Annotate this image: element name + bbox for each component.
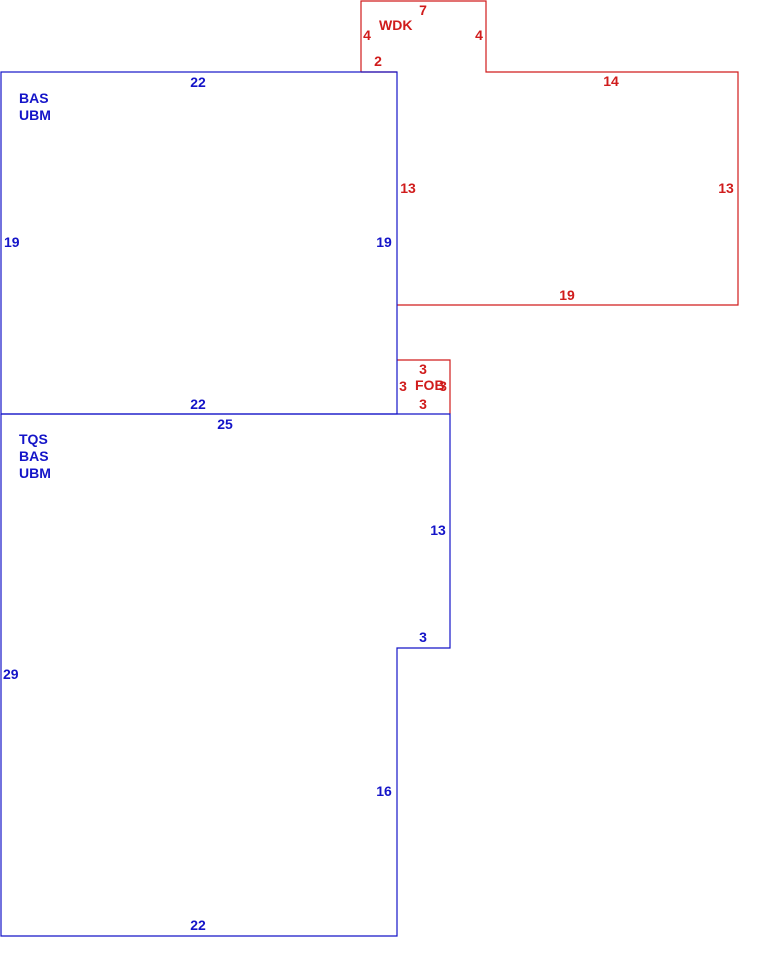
lower-area-outline — [0, 413, 451, 937]
porch-dim-left: 3 — [399, 378, 407, 394]
lower-area-code-2: BAS — [19, 448, 49, 464]
deck-dim-outer-right: 13 — [718, 180, 734, 196]
deck-dim-top: 7 — [419, 2, 427, 18]
porch-code: FOB — [415, 377, 445, 393]
lower-dim-step: 3 — [419, 629, 427, 645]
lower-dim-right-lower: 16 — [376, 783, 392, 799]
porch-outline — [397, 359, 451, 414]
upper-dim-bottom: 22 — [190, 396, 206, 412]
upper-area-code-1: BAS — [19, 90, 49, 106]
upper-dim-right: 19 — [376, 234, 392, 250]
lower-dim-right-upper: 13 — [430, 522, 446, 538]
upper-area-outline — [0, 71, 398, 415]
lower-dim-bottom: 22 — [190, 917, 206, 933]
deck-dim-right: 4 — [475, 27, 483, 43]
deck-dim-top-right: 14 — [603, 73, 619, 89]
deck-dim-inner-left: 13 — [400, 180, 416, 196]
lower-dim-left: 29 — [3, 666, 19, 682]
upper-area-code-2: UBM — [19, 107, 51, 123]
porch-dim-bottom: 3 — [419, 396, 427, 412]
lower-area-code-1: TQS — [19, 431, 48, 447]
lower-area-code-3: UBM — [19, 465, 51, 481]
lower-dim-top: 25 — [217, 416, 233, 432]
deck-dim-left: 4 — [363, 27, 371, 43]
deck-dim-bottom: 19 — [559, 287, 575, 303]
upper-dim-top: 22 — [190, 74, 206, 90]
porch-dim-right: 3 — [439, 378, 447, 394]
upper-dim-left: 19 — [4, 234, 20, 250]
porch-dim-top: 3 — [419, 361, 427, 377]
wood-deck-outline — [360, 0, 739, 306]
deck-code: WDK — [379, 17, 412, 33]
deck-dim-offset: 2 — [374, 53, 382, 69]
